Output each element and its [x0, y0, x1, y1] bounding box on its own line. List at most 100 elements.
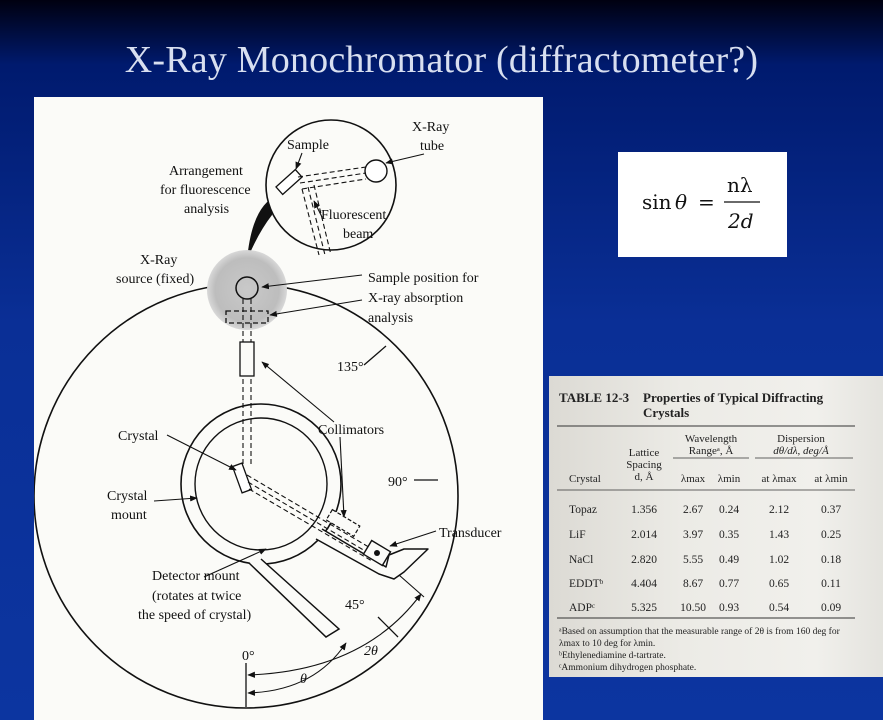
cell-at-lmax: 0.65	[769, 578, 789, 590]
inset-beams	[297, 166, 367, 256]
formula-sin: sin	[642, 190, 672, 214]
absorption-sample	[225, 310, 269, 324]
header-lmin: λmin	[718, 473, 741, 485]
label-two-theta: 2θ	[364, 644, 378, 659]
cell-at-lmin: 0.25	[821, 529, 841, 541]
label-detector-mount-1: Detector mount	[152, 569, 240, 584]
crystal-arrow	[166, 434, 237, 471]
cell-at-lmax: 1.02	[769, 554, 789, 566]
header-lmax: λmax	[681, 473, 706, 485]
diagram-drawing: X-Ray tube Sample Arrangement for fluore…	[34, 119, 502, 709]
collimator-arrow-2	[339, 436, 347, 518]
table-row: LiF 2.014 3.97 0.35 1.43 0.25	[569, 529, 841, 541]
crystal	[231, 462, 253, 494]
header-wavelength-2: Rangeᵃ, Å	[689, 445, 734, 457]
label-135: 135°	[337, 360, 364, 375]
footnote-a-line1: ᵃBased on assumption that the measurable…	[559, 627, 840, 637]
cell-lmax: 2.67	[683, 504, 703, 516]
xray-source-glow	[207, 250, 287, 330]
label-xray-tube-2: tube	[420, 139, 444, 154]
label-arrangement-2: for fluorescence	[160, 183, 251, 198]
label-xray-tube-1: X-Ray	[412, 120, 449, 135]
label-45: 45°	[345, 598, 365, 613]
transducer-detector	[374, 550, 380, 556]
label-xray-source-1: X-Ray	[140, 253, 177, 268]
footnote-c: ᶜAmmonium dihydrogen phosphate.	[559, 663, 697, 673]
cell-at-lmax: 1.43	[769, 529, 789, 541]
label-theta: θ	[300, 672, 307, 687]
cell-at-lmin: 0.18	[821, 554, 841, 566]
table-row: Topaz 1.356 2.67 0.24 2.12 0.37	[569, 504, 841, 516]
cell-lmax: 3.97	[683, 529, 703, 541]
transducer-arrow	[389, 530, 437, 547]
footnote-a-line2: λmax to 10 deg for λmin.	[559, 639, 656, 649]
slide-title: X-Ray Monochromator (diffractometer?)	[124, 39, 759, 81]
cell-lattice: 2.820	[631, 554, 657, 566]
formula-equals: =	[698, 190, 715, 214]
crystal-mount-inner	[194, 417, 328, 551]
cell-crystal: ADPᶜ	[569, 602, 595, 614]
formula-theta: θ	[675, 190, 687, 214]
cell-lattice: 2.014	[631, 529, 657, 541]
cell-lmin: 0.49	[719, 554, 739, 566]
two-theta-ref	[398, 574, 425, 598]
label-collimators: Collimators	[318, 423, 384, 438]
detector-arm	[315, 528, 429, 580]
source-arrow	[261, 274, 363, 290]
header-lattice-1: Lattice	[629, 447, 660, 459]
cell-lmin: 0.77	[719, 578, 739, 590]
cell-at-lmax: 2.12	[769, 504, 789, 516]
cell-lattice: 1.356	[631, 504, 657, 516]
label-sample-position-2: X-ray absorption	[368, 291, 463, 306]
label-detector-mount-3: the speed of crystal)	[138, 608, 251, 623]
header-wavelength-1: Wavelength	[685, 433, 738, 445]
cell-lmax: 8.67	[683, 578, 703, 590]
label-arrangement-1: Arrangement	[169, 164, 243, 179]
cell-at-lmin: 0.37	[821, 504, 841, 516]
cell-crystal: Topaz	[569, 504, 597, 516]
header-dispersion-2: dθ/dλ, deg/Å	[773, 445, 829, 457]
inset-xray-tube	[364, 159, 388, 183]
label-sample-position-1: Sample position for	[368, 271, 479, 286]
cell-at-lmin: 0.09	[821, 602, 841, 614]
label-fluor-beam-1: Fluorescent	[321, 208, 386, 223]
xray-tube-arrow	[385, 153, 425, 165]
header-at-lmax: at λmax	[762, 473, 797, 485]
inset-sample	[275, 168, 303, 196]
table-caption-line1: Properties of Typical Diffracting	[643, 390, 824, 405]
bragg-formula: sin θ = nλ 2d	[618, 152, 787, 257]
header-dispersion-1: Dispersion	[777, 433, 825, 445]
fluor-beam-arrow	[313, 200, 323, 218]
header-lattice-2: Spacing	[626, 459, 662, 471]
monochromator-diagram: X-Ray tube Sample Arrangement for fluore…	[34, 97, 543, 720]
label-detector-mount-2: (rotates at twice	[152, 589, 241, 604]
header-at-lmin: at λmin	[814, 473, 848, 485]
table-row: NaCl 2.820 5.55 0.49 1.02 0.18	[569, 554, 841, 566]
theta-arc	[247, 642, 347, 696]
collimator-2	[325, 508, 361, 538]
detector-handle	[248, 558, 341, 638]
crystal-mount-arrow	[153, 495, 198, 502]
cell-crystal: NaCl	[569, 554, 593, 566]
tick-135	[363, 345, 387, 366]
cell-at-lmin: 0.11	[821, 578, 841, 590]
collimator-1	[239, 341, 255, 377]
label-transducer: Transducer	[439, 526, 502, 541]
label-90: 90°	[388, 475, 408, 490]
fluorescence-inset-circle	[265, 119, 397, 251]
label-crystal: Crystal	[118, 429, 159, 444]
label-fluor-beam-2: beam	[343, 227, 373, 242]
label-sample-position-3: analysis	[368, 311, 413, 326]
header-crystal: Crystal	[569, 473, 601, 485]
label-xray-source-2: source (fixed)	[116, 272, 194, 287]
cell-lmin: 0.35	[719, 529, 739, 541]
table-row: ADPᶜ 5.325 10.50 0.93 0.54 0.09	[569, 602, 841, 614]
cell-crystal: EDDTᵇ	[569, 578, 604, 590]
footnote-b: ᵇEthylenediamine d-tartrate.	[559, 651, 666, 661]
label-sample: Sample	[287, 138, 329, 153]
sample-arrow	[295, 152, 303, 170]
table-caption-line2: Crystals	[643, 405, 690, 420]
label-arrangement-3: analysis	[184, 202, 229, 217]
